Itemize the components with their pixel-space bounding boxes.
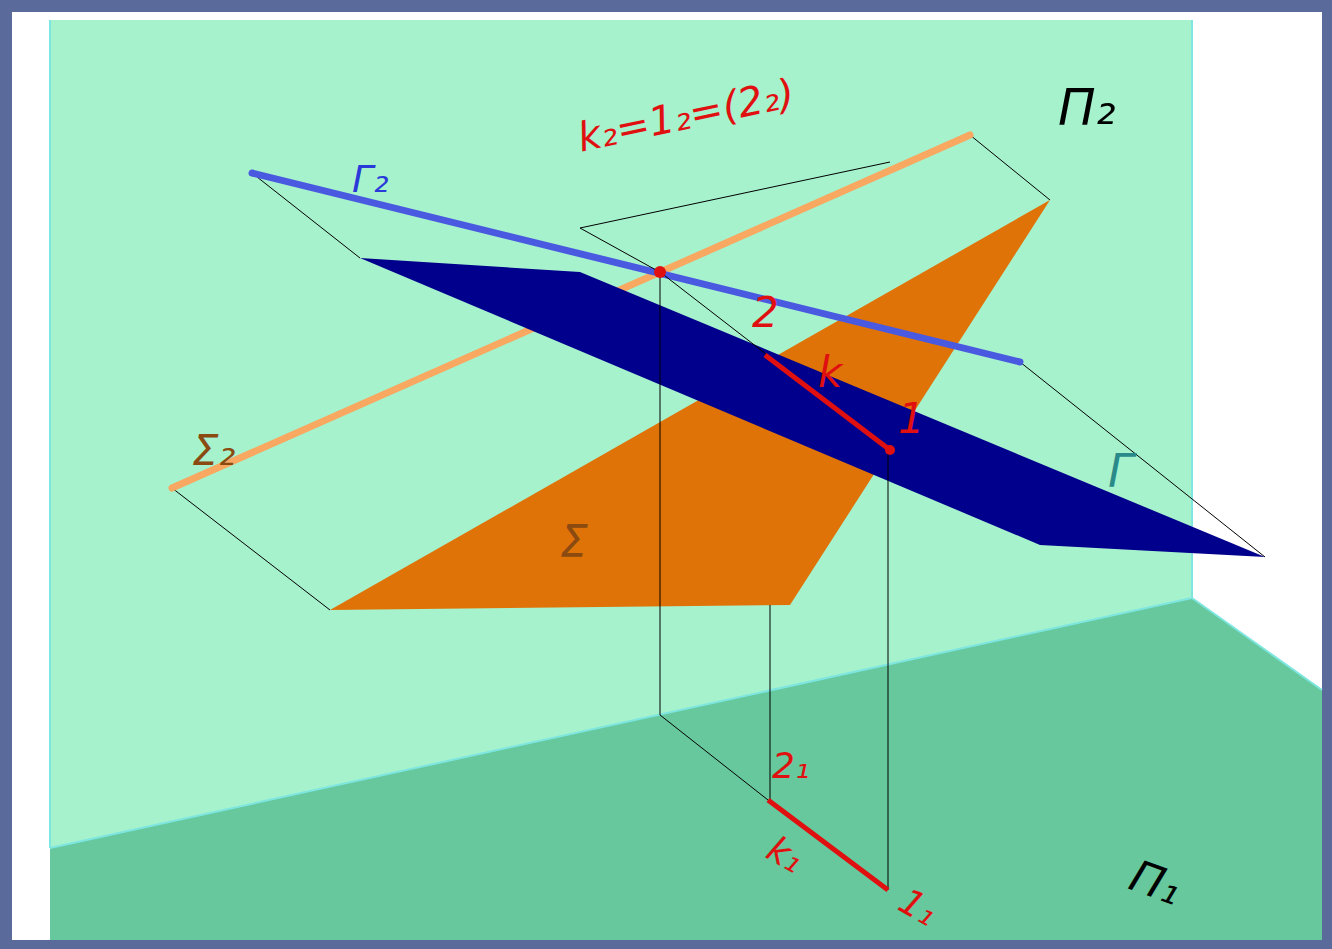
plane-label: Π₂ <box>1058 82 1116 132</box>
plane-label: k₁ <box>761 830 810 879</box>
projector-line <box>172 488 330 610</box>
plane-label: 2 <box>752 292 779 334</box>
projector-line <box>660 272 661 715</box>
plane-label: 1₁ <box>893 882 943 932</box>
point-1 <box>885 445 895 455</box>
projector-line <box>660 272 890 450</box>
plane-edge <box>1191 20 1193 598</box>
axis-line <box>50 598 1192 848</box>
point-k2 <box>654 266 666 278</box>
gamma-trace <box>252 173 1020 362</box>
horizontal-plane <box>50 598 1322 940</box>
leader-line <box>580 162 890 270</box>
plane-label: 2₁ <box>772 748 809 784</box>
plane-edge <box>49 20 51 848</box>
gamma-plane <box>360 258 1265 557</box>
plane-label: Σ <box>560 520 588 564</box>
plane-label: Γ <box>1108 448 1134 494</box>
frame-ground <box>12 12 1322 940</box>
plane-label: Π₁ <box>1124 853 1187 912</box>
plane-label: k <box>818 352 842 394</box>
projector-line <box>970 135 1050 200</box>
sigma-plane <box>330 200 1050 610</box>
plane-label: 1 <box>898 398 925 440</box>
plane-label: Σ₂ <box>192 430 235 472</box>
plane-label: k₂=1₂=(2₂) <box>574 73 798 158</box>
plane-edge <box>1192 598 1322 690</box>
plane-label: Γ₂ <box>352 160 388 198</box>
projector-line <box>660 715 768 800</box>
projector-line <box>770 605 771 800</box>
projector-line <box>888 450 889 890</box>
